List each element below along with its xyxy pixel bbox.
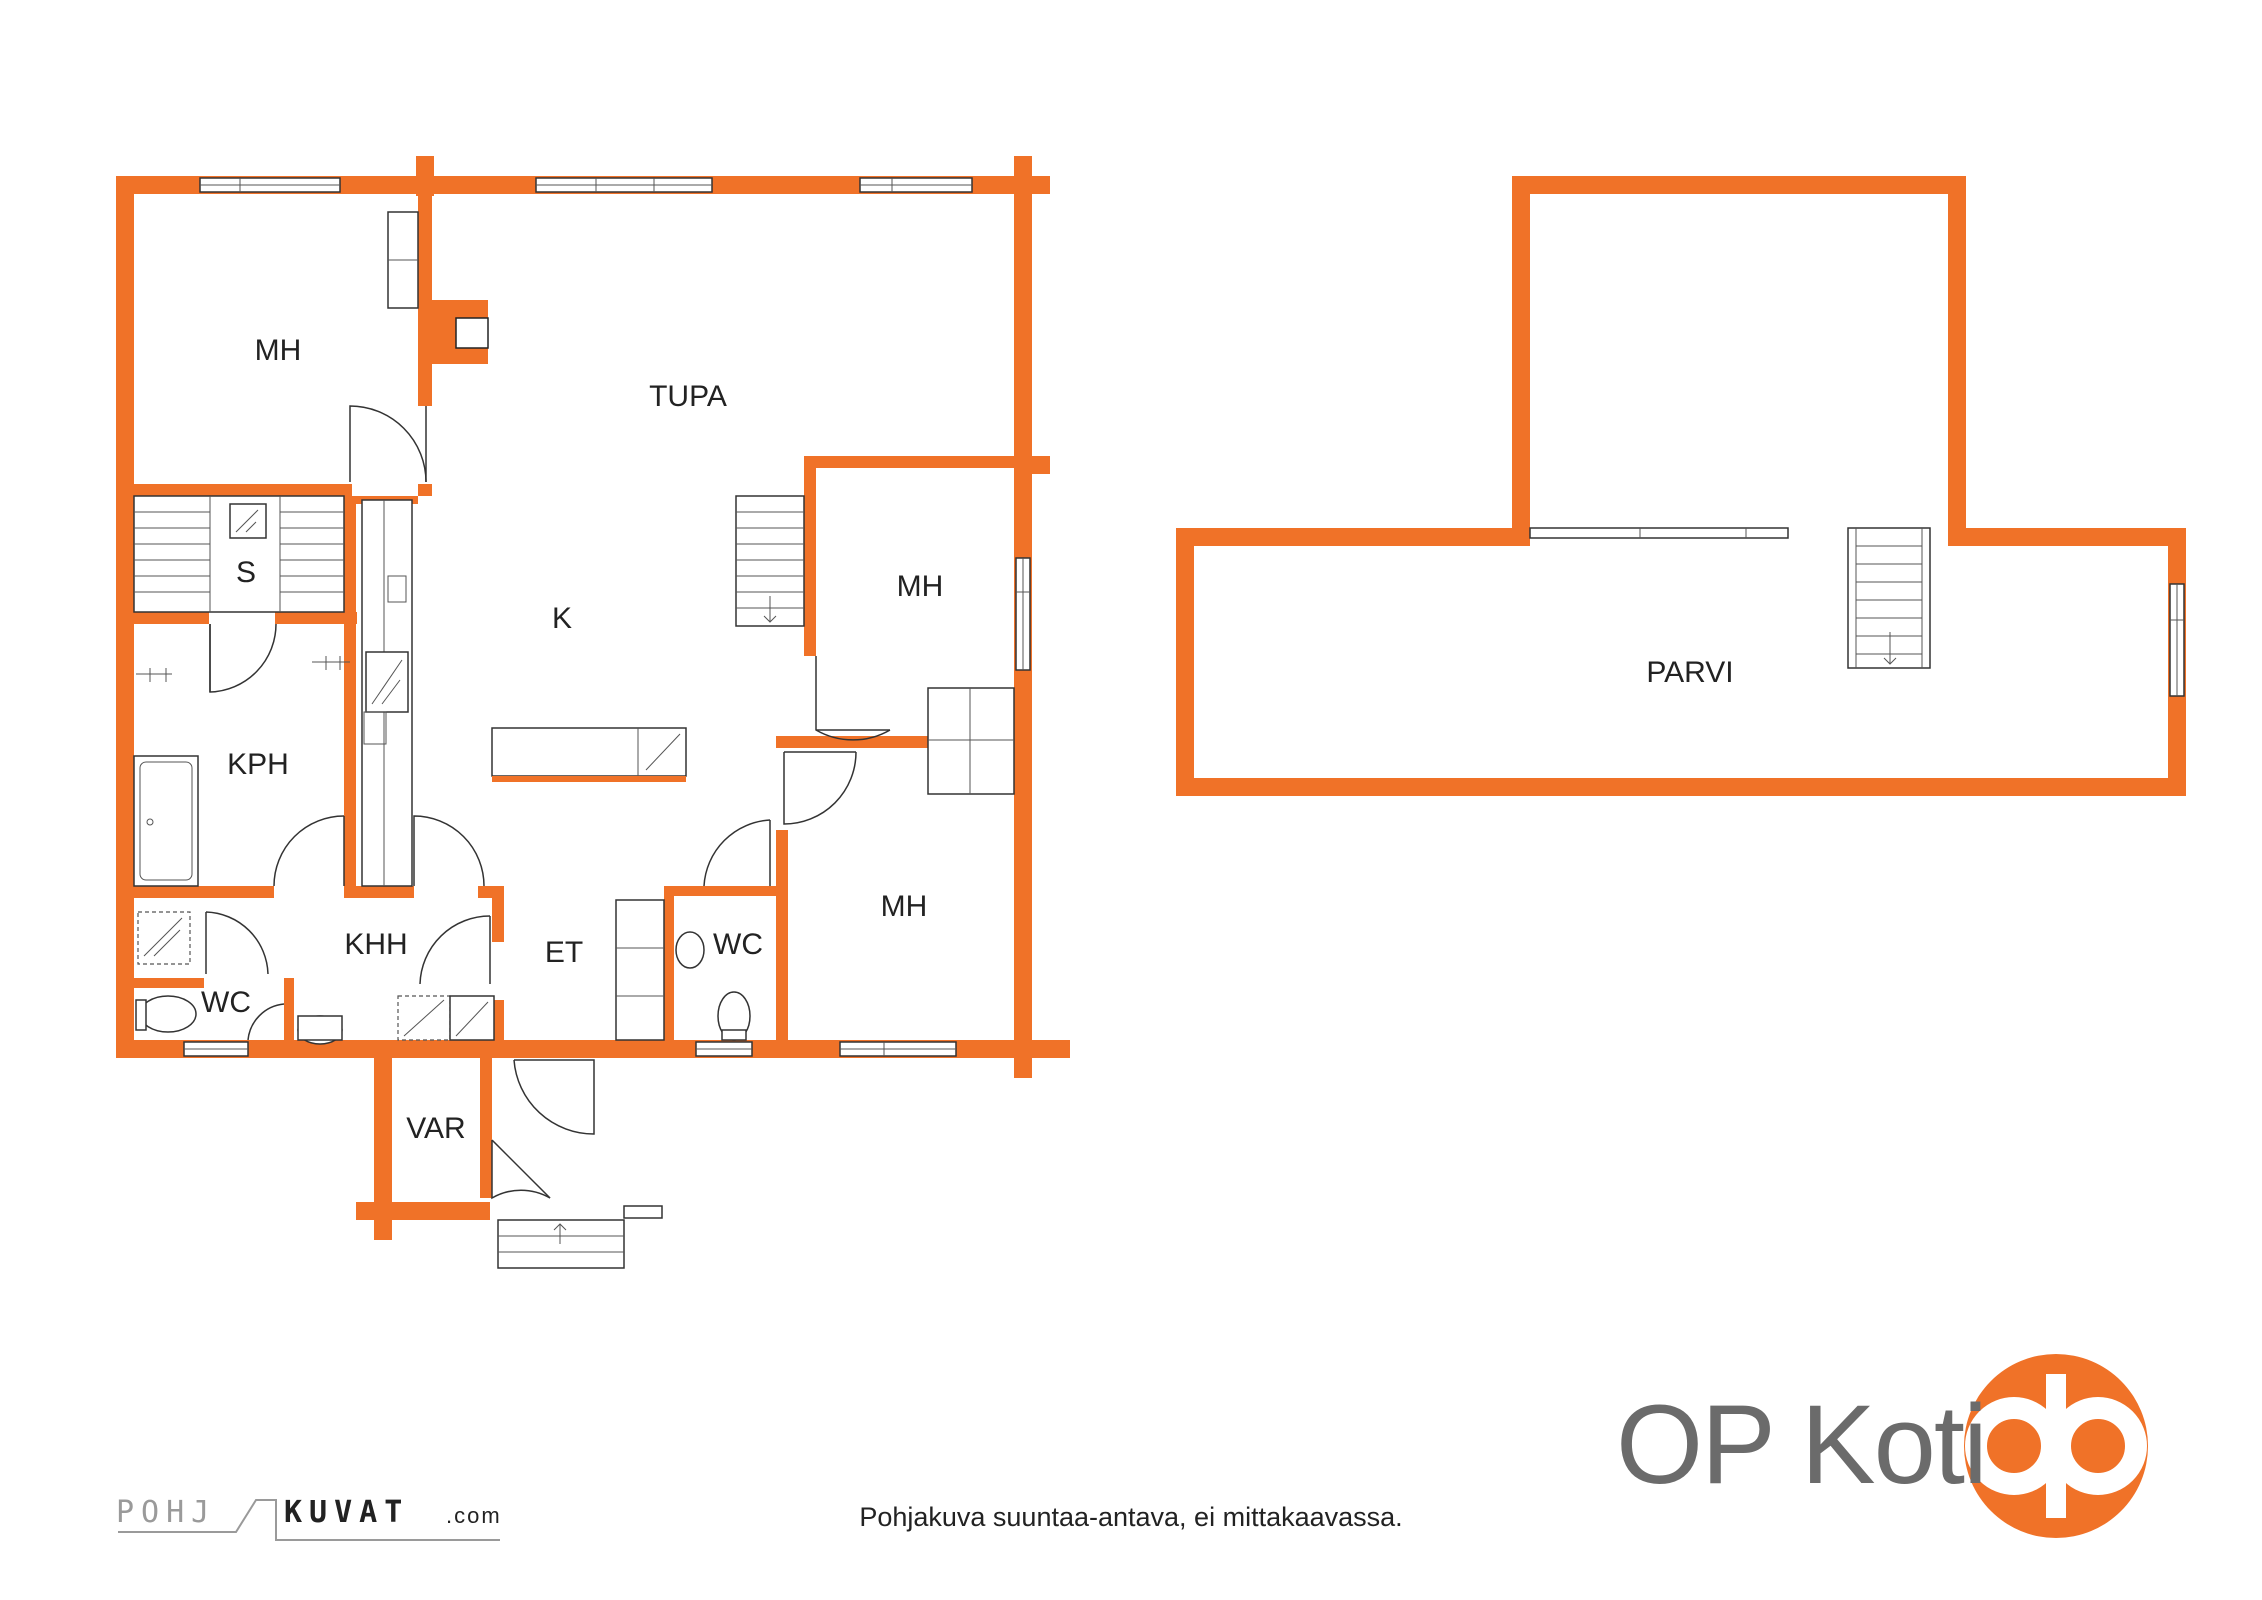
room-label-kph: KPH xyxy=(227,748,289,781)
toilet-2 xyxy=(675,931,751,1041)
room-label-mh-3: MH xyxy=(881,890,928,923)
stairs-upper xyxy=(1847,527,1931,669)
watermark-right: KUVAT xyxy=(284,1495,410,1530)
bathtub xyxy=(133,755,199,887)
shower-fixtures xyxy=(136,656,350,682)
wardrobe-mh2 xyxy=(927,687,1015,795)
room-label-khh: KHH xyxy=(344,928,407,961)
stairs-ground xyxy=(735,495,805,627)
entry-wardrobe xyxy=(615,899,665,1041)
upper-floor-railing xyxy=(1529,527,2185,697)
disclaimer: Pohjakuva suuntaa-antava, ei mittakaavas… xyxy=(859,1502,1403,1532)
room-label-wc-2: WC xyxy=(713,928,763,961)
room-label-mh-2: MH xyxy=(897,570,944,603)
ground-floor-walls xyxy=(116,156,1070,1240)
fireplace xyxy=(432,300,489,364)
room-label-tupa: TUPA xyxy=(649,380,727,413)
room-label-et: ET xyxy=(545,936,583,969)
room-label-var: VAR xyxy=(406,1112,465,1145)
kitchen-island xyxy=(491,727,687,782)
watermark-left: POHJ xyxy=(116,1495,217,1530)
room-label-wc-1: WC xyxy=(201,986,251,1019)
watermark-frame xyxy=(118,1499,500,1541)
toilet-1 xyxy=(135,995,197,1033)
room-label-s: S xyxy=(236,556,256,589)
kitchen-counter xyxy=(361,499,413,887)
ground-floor-windows xyxy=(183,177,1031,1057)
room-label-mh-1: MH xyxy=(255,334,302,367)
watermark-suffix: .com xyxy=(446,1503,502,1528)
sauna-benches xyxy=(133,495,345,613)
doors xyxy=(205,405,891,1200)
brand-name: OP Koti xyxy=(1616,1382,1988,1507)
laundry-fixtures xyxy=(137,911,495,1045)
entry-steps xyxy=(497,1205,663,1269)
room-label-k: K xyxy=(552,602,572,635)
room-label-parvi: PARVI xyxy=(1646,656,1733,689)
upper-floor-walls xyxy=(1176,176,2186,796)
op-logo xyxy=(1964,1354,2148,1538)
